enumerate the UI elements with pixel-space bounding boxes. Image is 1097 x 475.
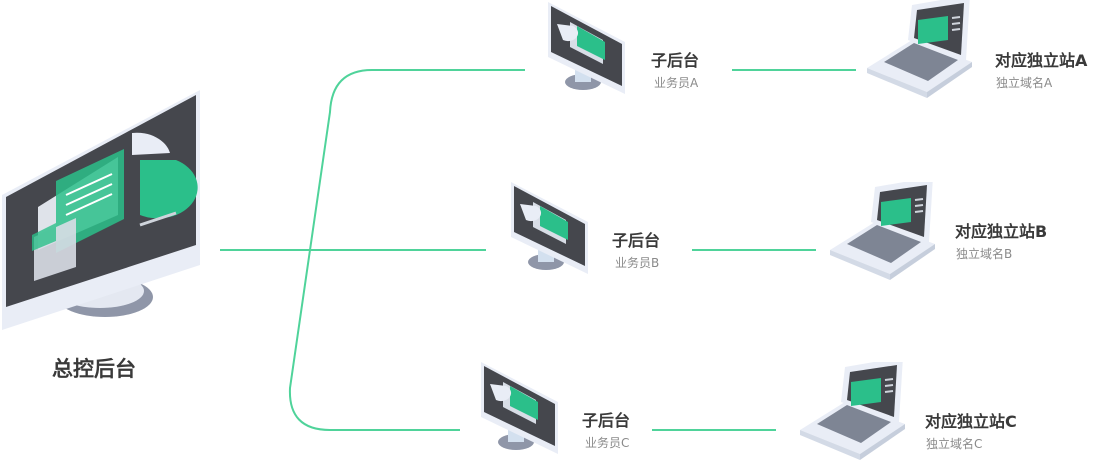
sub-backend-caption-b: 业务员B — [615, 256, 660, 270]
site-caption-a: 独立域名A — [996, 76, 1053, 90]
site-title-c: 对应独立站C — [925, 412, 1017, 431]
site-title-b: 对应独立站B — [955, 222, 1048, 241]
desktop-monitor-icon — [2, 90, 200, 330]
sub-backend-title-c: 子后台 — [582, 411, 631, 430]
main-title: 总控后台 — [52, 357, 136, 381]
site-caption-c: 独立域名C — [926, 437, 983, 451]
sub-backend-title-a: 子后台 — [651, 51, 700, 70]
sub-backend-caption-c: 业务员C — [585, 436, 630, 450]
sub-backend-title-b: 子后台 — [612, 231, 661, 250]
laptop-icon — [800, 362, 905, 460]
site-caption-b: 独立域名B — [956, 247, 1013, 261]
laptop-icon — [867, 0, 972, 98]
site-title-a: 对应独立站A — [995, 51, 1088, 70]
small-monitor-icon — [548, 2, 625, 94]
small-monitor-icon — [511, 182, 588, 274]
small-monitor-icon — [481, 362, 558, 454]
laptop-icon — [830, 182, 935, 280]
sub-backend-caption-a: 业务员A — [654, 76, 699, 90]
